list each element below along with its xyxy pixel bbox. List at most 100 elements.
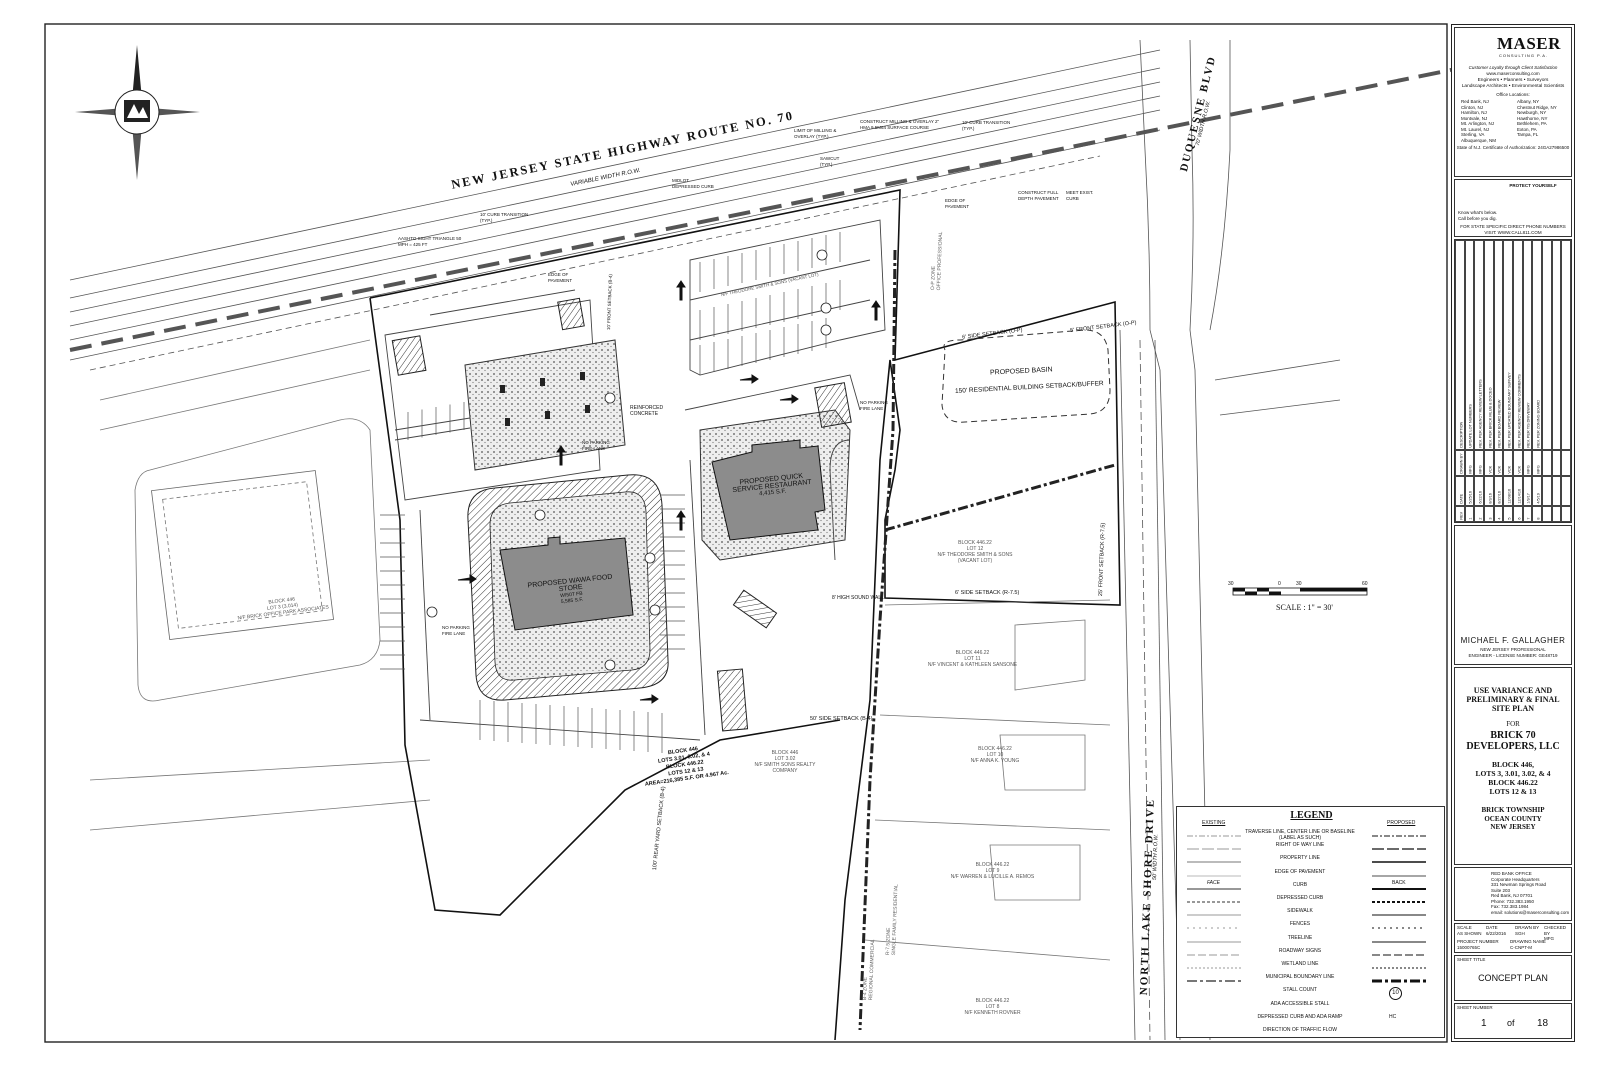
revision-cell: DESCRIPTION (1455, 240, 1465, 450)
legend-existing-symbol (1187, 835, 1241, 837)
legend-row: DEPRESSED CURB (1177, 895, 1446, 908)
revision-value: 8/27/16 (1497, 491, 1502, 504)
revision-value: UPDATE LOT NUMBERS (1468, 404, 1473, 448)
label-curb-transition-2: 10' CURB TRANSITION (TYP.) (480, 212, 529, 223)
legend-panel: LEGEND EXISTING PROPOSED TRAVERSE LINE, … (1176, 806, 1445, 1038)
revision-cell: MFG (1464, 450, 1475, 476)
legend-row: EDGE OF PAVEMENT (1177, 869, 1446, 882)
sheet-border (44, 23, 1448, 1043)
revision-value: 8/3/16 (1488, 493, 1492, 504)
office-location: Montvale, NJ (1461, 115, 1488, 121)
revision-value: 6 (1517, 517, 1521, 520)
legend-existing-symbol (1187, 967, 1241, 969)
revision-value: VCK (1507, 466, 1512, 474)
sheet-title-box: SHEET TITLE CONCEPT PLAN (1454, 955, 1572, 1001)
revision-cell: 12/08/16 (1503, 476, 1513, 506)
sheet-of: of (1507, 1018, 1515, 1028)
block-lots: BLOCK 446, LOTS 3, 3.01, 3.02, & 4 BLOCK… (1475, 760, 1551, 796)
qsr-hatch (814, 382, 852, 428)
office-location: Bethlehem, PA (1517, 121, 1547, 126)
legend-row: DEPRESSED CURB AND ADA RAMP (1177, 1014, 1446, 1027)
sheet-title-label: SHEET TITLE (1457, 957, 1486, 962)
property-boundary (369, 189, 1121, 1041)
legend-existing-symbol (1187, 888, 1241, 890)
scale-tick-1: 0 (1278, 581, 1281, 587)
project-title: USE VARIANCE AND PRELIMINARY & FINAL SIT… (1466, 686, 1560, 713)
office-location: Chestnut Ridge, NY (1517, 104, 1557, 110)
legend-existing-symbol (1187, 901, 1241, 903)
legend-row-label: FENCES (1289, 921, 1311, 928)
label-curb-transition: 10' CURB TRANSITION (TYP.) (962, 120, 1011, 131)
legend-row: ROADWAY SIGNS (1177, 948, 1446, 961)
revision-cell: MFG (1532, 450, 1542, 476)
office-location: Clinton, NJ (1461, 104, 1484, 110)
legend-row-label: DEPRESSED CURB AND ADA RAMP (1257, 1013, 1343, 1020)
scale-tick-2: 30 (1296, 581, 1302, 587)
label-lot-302: BLOCK 446 LOT 3.02 N/F SMITH SONS REALTY… (754, 750, 816, 774)
revision-cell: DRAWN BY (1455, 450, 1465, 476)
municipal-boundary (884, 463, 1116, 532)
revision-cell (1561, 506, 1571, 522)
revision-value: 8 (1536, 517, 1541, 520)
state-phone: FOR STATE SPECIFIC DIRECT PHONE NUMBERS … (1460, 224, 1566, 235)
legend-row-label: ROADWAY SIGNS (1278, 947, 1322, 954)
revision-cell: 8 (1532, 506, 1542, 522)
legend-existing-symbol (1187, 954, 1241, 956)
legend-row-label: WETLAND LINE (1281, 961, 1319, 967)
legend-row: WETLAND LINE (1177, 961, 1446, 974)
legend-proposed-symbol (1372, 848, 1426, 850)
revision-cell: REV (1455, 506, 1465, 522)
legend-row: MUNICIPAL BOUNDARY LINE (1177, 974, 1446, 987)
proposed-basin (941, 329, 1111, 423)
legend-row: FENCES (1177, 921, 1446, 934)
firm-header: MASER CONSULTING P.A. Customer Loyalty t… (1454, 27, 1572, 177)
duquesne-blvd-lines (1139, 39, 1341, 1041)
revision-cell: VCK (1513, 450, 1523, 476)
north-arrow-icon (75, 45, 200, 180)
sound-wall-block (732, 589, 778, 629)
office-location: Mt. Arlington, NJ (1461, 121, 1495, 126)
revision-cell: UPDATE LOT NUMBERS (1464, 240, 1475, 450)
legend-title: LEGEND (1290, 810, 1333, 821)
legend-existing-symbol (1187, 861, 1241, 863)
revision-value: 7 (1526, 517, 1531, 520)
wawa-rear-hatch (716, 668, 749, 732)
legend-row-label: STALL COUNT (1283, 987, 1317, 994)
legend-row: SIDEWALK (1177, 908, 1446, 921)
revision-cell (1551, 240, 1562, 450)
legend-proposed-symbol (1372, 914, 1426, 916)
label-no-parking-3: NO PARKING FIRE LANE (860, 400, 888, 411)
revision-header: DESCRIPTION (1459, 422, 1463, 448)
revision-cell: VCK (1484, 450, 1494, 476)
highway-centerline (69, 54, 1521, 352)
legend-proposed-symbol (1372, 967, 1426, 969)
route-70-corridor (69, 49, 1161, 371)
label-no-parking-2: NO PARKING FIRE LANE (582, 440, 610, 451)
legend-row-label: RIGHT OF WAY LINE (1275, 842, 1325, 849)
revision-cell (1542, 450, 1552, 476)
revision-value: 4 (1497, 517, 1502, 520)
label-limit-milling: LIMIT OF MILLING & OVERLAY (TYP.) (794, 128, 837, 139)
label-lot-12: BLOCK 446.22 LOT 12 N/F THEODORE SMITH &… (937, 540, 1013, 564)
call811-box: Know what's below. Call before you dig. … (1454, 179, 1572, 237)
revision-value: VCK (1517, 466, 1521, 474)
dumpster-hatch-1 (391, 335, 427, 376)
revision-cell: 6/22/16 (1474, 476, 1484, 506)
revision-value: REV. PER AGENCY REVIEW COMMENTS (1517, 374, 1521, 448)
revision-value: REV. PER BOARD REVIEW (1497, 400, 1502, 448)
revision-cell: 1/9/17 (1522, 476, 1533, 506)
label-side-setback-b4: 50' SIDE SETBACK (B-4) (810, 716, 873, 722)
revision-cell (1551, 476, 1562, 506)
sheet-number-label: SHEET NUMBER (1457, 1005, 1493, 1010)
protect-yourself: PROTECT YOURSELF (1509, 183, 1557, 188)
revision-cell: 5 (1503, 506, 1513, 522)
stall-counts (426, 249, 832, 671)
engineer-seal-box: MICHAEL F. GALLAGHER NEW JERSEY PROFESSI… (1454, 525, 1572, 665)
